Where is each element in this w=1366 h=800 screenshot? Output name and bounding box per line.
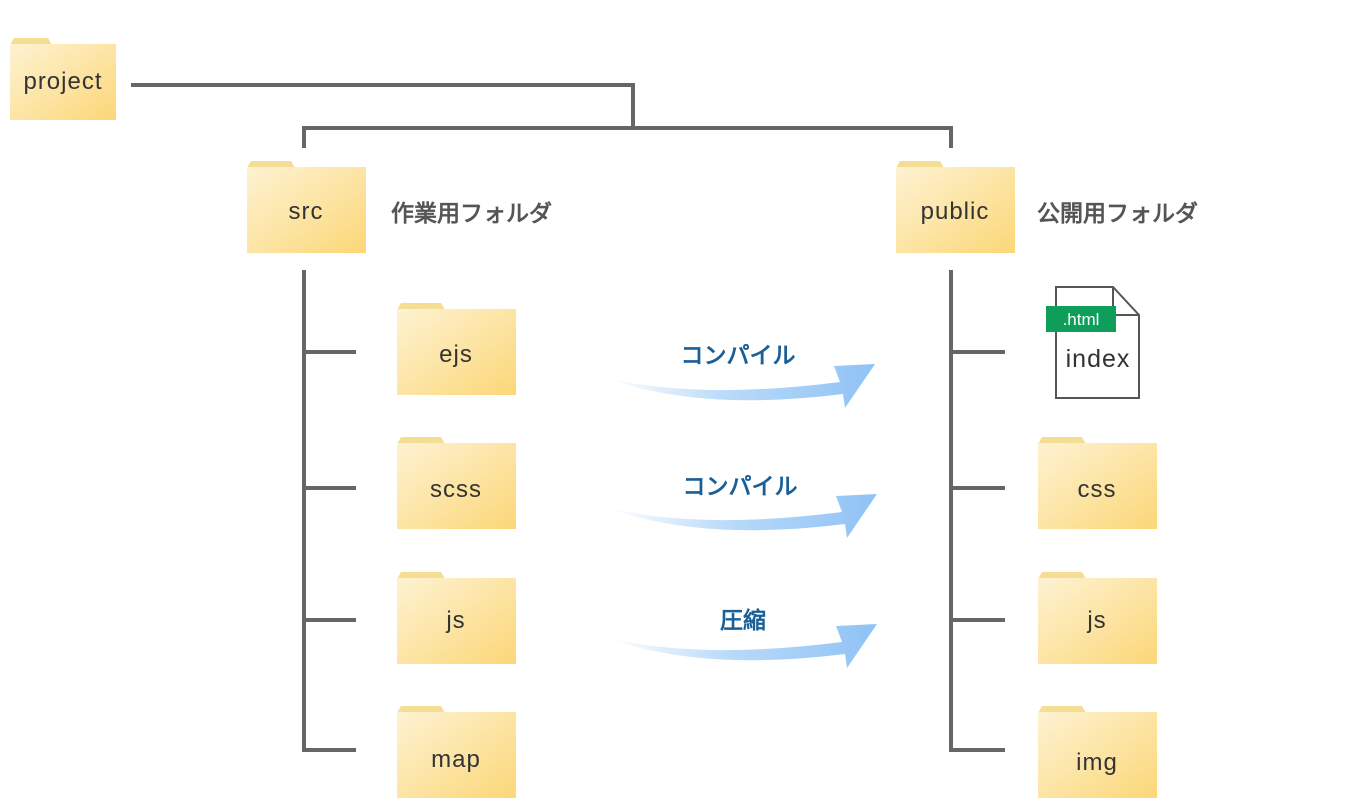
folder-icon [247,161,366,253]
root-folder[interactable]: project [10,38,116,120]
folder-icon [1038,706,1157,798]
src-child-folder-scss[interactable]: scss [397,437,516,529]
folder-label: js [1086,607,1106,634]
src-child-folder-map[interactable]: map [397,706,516,798]
public-description: 公開用フォルダ [1037,200,1198,227]
folder-icon [1038,437,1157,529]
folder-icon [397,437,516,529]
src-description: 作業用フォルダ [391,200,552,227]
arrow-icon [608,494,877,538]
folder-label: map [431,746,481,773]
arrow-compile-scss: コンパイル [608,474,877,538]
public-child-folder-js[interactable]: js [1038,572,1157,664]
folder-icon [397,572,516,664]
html-file-icon [1046,286,1140,399]
arrow-compile-ejs: コンパイル [606,343,875,408]
connector-lines [131,83,1005,752]
folder-icon [397,706,516,798]
src-folder[interactable]: src [247,161,366,253]
public-folder-label: public [921,198,990,225]
file-badge [1046,306,1116,332]
folder-icon [10,38,116,120]
arrow-minify-js: 圧縮 [608,607,877,668]
arrow-icon [608,624,877,668]
src-child-folder-ejs[interactable]: ejs [397,303,516,395]
folder-icon [397,303,516,395]
public-child-folder-img[interactable]: img [1038,706,1157,798]
file-badge-label: .html [1063,310,1100,329]
file-name-label: index [1066,345,1131,373]
root-folder-label: project [23,68,102,95]
folder-icon [896,161,1015,253]
src-folder-label: src [289,198,324,225]
public-folder[interactable]: public [896,161,1015,253]
folder-label: ejs [439,341,473,368]
folder-icon [1038,572,1157,664]
folder-label: css [1078,476,1117,503]
folder-label: img [1076,749,1118,776]
arrow-label: コンパイル [683,474,798,500]
src-child-folder-js[interactable]: js [397,572,516,664]
index-html-file[interactable]: .html index [1046,286,1140,399]
folder-label: scss [430,476,482,503]
public-child-folder-css[interactable]: css [1038,437,1157,529]
arrow-icon [606,364,875,408]
arrow-label: コンパイル [681,343,796,369]
folder-label: js [445,607,465,634]
arrow-label: 圧縮 [720,607,766,634]
